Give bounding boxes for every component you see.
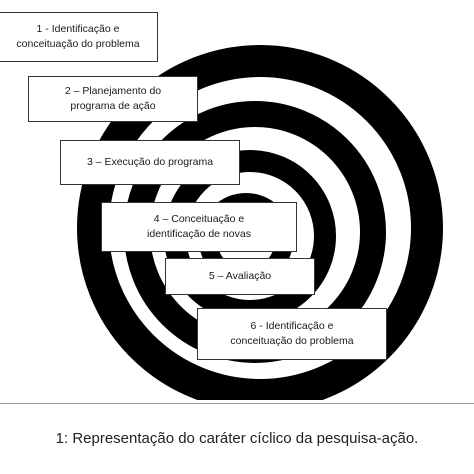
stage-box-5: 5 – Avaliação [165,258,315,295]
stage-label-6: 6 - Identificação e conceituação do prob… [230,320,354,347]
caption-divider [0,403,474,404]
stage-box-6: 6 - Identificação e conceituação do prob… [197,308,387,360]
stage-box-3: 3 – Execução do programa [60,140,240,185]
stage-box-4: 4 – Conceituação e identificação de nova… [101,202,297,252]
figure-caption: 1: Representação do caráter cíclico da p… [55,430,419,447]
stage-label-1: 1 - Identificação e conceituação do prob… [16,23,140,50]
stage-label-5: 5 – Avaliação [208,270,272,282]
stage-box-1: 1 - Identificação e conceituação do prob… [0,12,158,62]
stage-box-2: 2 – Planejamento do programa de ação [28,76,198,122]
spiral-ring [77,45,443,400]
stage-label-4: 4 – Conceituação e identificação de nova… [147,213,251,240]
stage-label-3: 3 – Execução do programa [86,156,214,168]
stage-label-2: 2 – Planejamento do programa de ação [64,85,162,112]
